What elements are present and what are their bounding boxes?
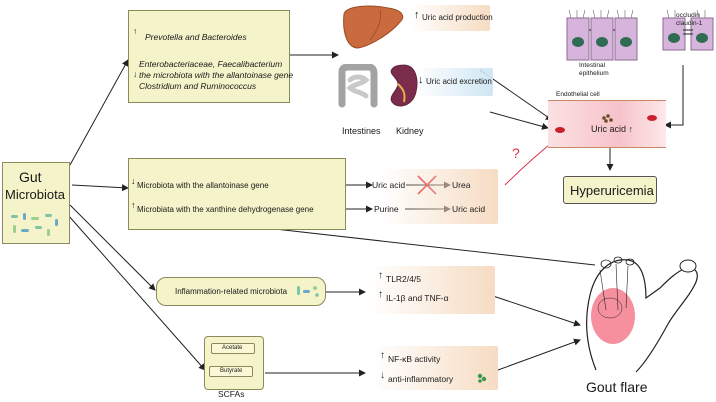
- up-arrow-xanthine: ↑: [131, 200, 136, 210]
- production-arrow: ↑: [414, 9, 420, 21]
- acetate-chip: Acetate: [211, 343, 255, 354]
- kidney-icon: [390, 64, 418, 107]
- allantoinase-middle-label: Microbiota with the allantoinase gene: [137, 181, 269, 190]
- gut-microbiota-box: Gut Microbiota: [2, 162, 70, 244]
- occludin-label: occludin: [676, 12, 700, 19]
- enterobacteriaceae-label: Enterobacteriaceae, Faecalibacterium: [139, 59, 283, 69]
- middle-uric-label: Uric acid: [372, 180, 406, 190]
- inflammation-box: Inflammation-related microbiota: [156, 277, 326, 306]
- purine-label: Purine: [374, 204, 399, 214]
- excretion-arrow: ↓: [418, 74, 424, 86]
- top-microbiota-box: ↑ Prevotella and Bacteroides Enterobacte…: [128, 10, 294, 103]
- arrow-gut-scfa: [67, 214, 206, 371]
- clostridium-label: Clostridium and Ruminococcus: [139, 81, 257, 91]
- scfa-label: SCFAs: [218, 389, 245, 399]
- middle-microbiota-box: ↓ Microbiota with the allantoinase gene …: [128, 158, 346, 230]
- il-arrow: ↑: [378, 289, 383, 300]
- cytokines-panel: [370, 266, 495, 314]
- arrow-gut-middle: [71, 184, 129, 192]
- tlr-arrow: ↑: [378, 270, 383, 281]
- prevotella-label: Prevotella and Bacteroides: [145, 32, 247, 42]
- arrow-gut-top: [69, 59, 129, 166]
- nfkb-label: NF-κB activity: [388, 354, 441, 364]
- il-label: IL-1β and TNF-α: [386, 293, 449, 303]
- butyrate-label: Butyrate: [220, 368, 243, 374]
- scfa-box: Acetate Butyrate: [204, 336, 264, 390]
- claudin-label: claudin-1: [676, 20, 703, 27]
- inflammation-label: Inflammation-related microbiota: [175, 287, 288, 296]
- question-mark: ?: [512, 145, 520, 161]
- middle-panel: [380, 169, 498, 224]
- arrow-epithelium-vessel: [664, 65, 684, 129]
- hyperuricemia-label: Hyperuricemia: [570, 183, 654, 198]
- tlr-label: TLR2/4/5: [386, 274, 421, 284]
- allantoinase-label: the microbiota with the allantoinase gen…: [139, 70, 294, 80]
- anti-arrow: ↓: [380, 370, 385, 381]
- inflam-bacteria-icon: [297, 286, 319, 297]
- production-label: Uric acid production: [422, 13, 493, 22]
- blood-cells: [555, 114, 657, 133]
- intestines-label: Intestines: [342, 126, 381, 136]
- endothelial-label: Endothelial cell: [556, 91, 600, 98]
- up-arrow-prevotella: ↑: [133, 26, 138, 36]
- anti-label: anti-inflammatory: [388, 374, 454, 384]
- scfa-panel: [372, 346, 498, 390]
- nfkb-arrow: ↑: [380, 350, 385, 361]
- liver-icon: [343, 5, 404, 49]
- xanthine-label: Microbiata with the xanthine dehydrogena…: [137, 205, 314, 214]
- gut-label-2: Microbiota: [5, 187, 65, 202]
- blood-vessel: [548, 100, 666, 148]
- down-arrow-allantoinase: ↓: [131, 176, 136, 186]
- epithelium-icon: [566, 9, 714, 61]
- middle-uric-label-2: Uric acid: [452, 204, 486, 214]
- arrow-gout-middle: [247, 223, 596, 266]
- hyperuricemia-box: Hyperuricemia: [563, 176, 657, 204]
- kidney-label: Kidney: [396, 126, 424, 136]
- gout-label: Gout flare: [586, 379, 648, 395]
- gut-label-1: Gut: [19, 169, 42, 185]
- arrow-cytokines-gout: [489, 294, 581, 327]
- acetate-label: Acetate: [222, 345, 243, 351]
- intestines-icon: [338, 64, 378, 108]
- intestinal-label-1: Intestinal: [579, 62, 606, 69]
- vessel-uric-label: Uric acid ↑: [591, 124, 634, 134]
- excretion-label: Uric acid excretion: [426, 77, 492, 86]
- bacteria-icon: [11, 213, 58, 236]
- production-panel: [410, 5, 490, 31]
- urea-label: Urea: [452, 180, 471, 190]
- arrow-nfkb-gout: [497, 338, 581, 371]
- down-arrow-group: ↓: [133, 69, 138, 79]
- intestinal-label-2: epithelium: [579, 70, 609, 77]
- butyrate-chip: Butyrate: [209, 366, 253, 377]
- anti-bacteria-icon: [477, 373, 487, 383]
- arrow-excretion-vessel: [489, 111, 549, 130]
- foot-icon: [586, 256, 698, 373]
- arrow-gut-inflam: [69, 204, 156, 291]
- excretion-panel: [415, 68, 493, 96]
